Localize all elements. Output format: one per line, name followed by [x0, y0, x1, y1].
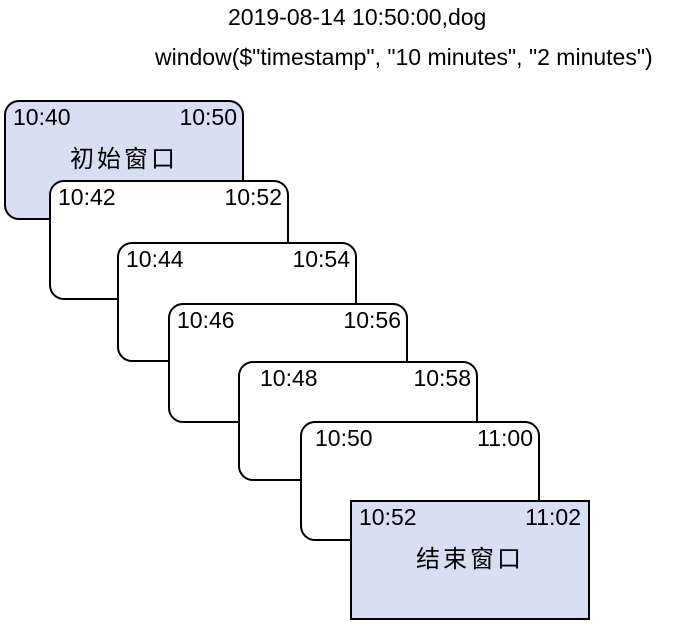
window-time-labels: 10:46 10:56: [170, 305, 406, 334]
window-time-labels: 10:42 10:52: [51, 182, 287, 211]
window-expression-label: window($"timestamp", "10 minutes", "2 mi…: [155, 44, 653, 70]
window-end-time: 10:56: [343, 307, 401, 333]
window-time-labels: 10:48 10:58: [240, 363, 476, 392]
window-start-time: 10:48: [260, 365, 318, 391]
window-end-time: 10:54: [292, 246, 350, 272]
window-time-labels: 10:52 11:02: [352, 502, 588, 531]
initial-window-caption: 初始窗口: [70, 146, 178, 173]
end-window-caption: 结束窗口: [416, 546, 524, 573]
window-end-time: 11:00: [477, 425, 533, 451]
window-time-labels: 10:50 11:00: [302, 423, 538, 452]
window-start-time: 10:52: [359, 504, 417, 530]
end-window: 10:52 11:02 结束窗口: [350, 500, 590, 620]
window-end-time: 10:52: [224, 184, 282, 210]
window-start-time: 10:44: [126, 246, 184, 272]
window-end-time: 11:02: [525, 504, 581, 530]
window-start-time: 10:46: [177, 307, 235, 333]
window-end-time: 10:58: [413, 365, 471, 391]
event-timestamp-label: 2019-08-14 10:50:00,dog: [228, 4, 487, 30]
window-time-labels: 10:40 10:50: [6, 102, 242, 131]
window-start-time: 10:40: [13, 104, 71, 130]
window-start-time: 10:42: [58, 184, 116, 210]
window-end-time: 10:50: [179, 104, 237, 130]
window-time-labels: 10:44 10:54: [119, 244, 355, 273]
window-start-time: 10:50: [315, 425, 373, 451]
